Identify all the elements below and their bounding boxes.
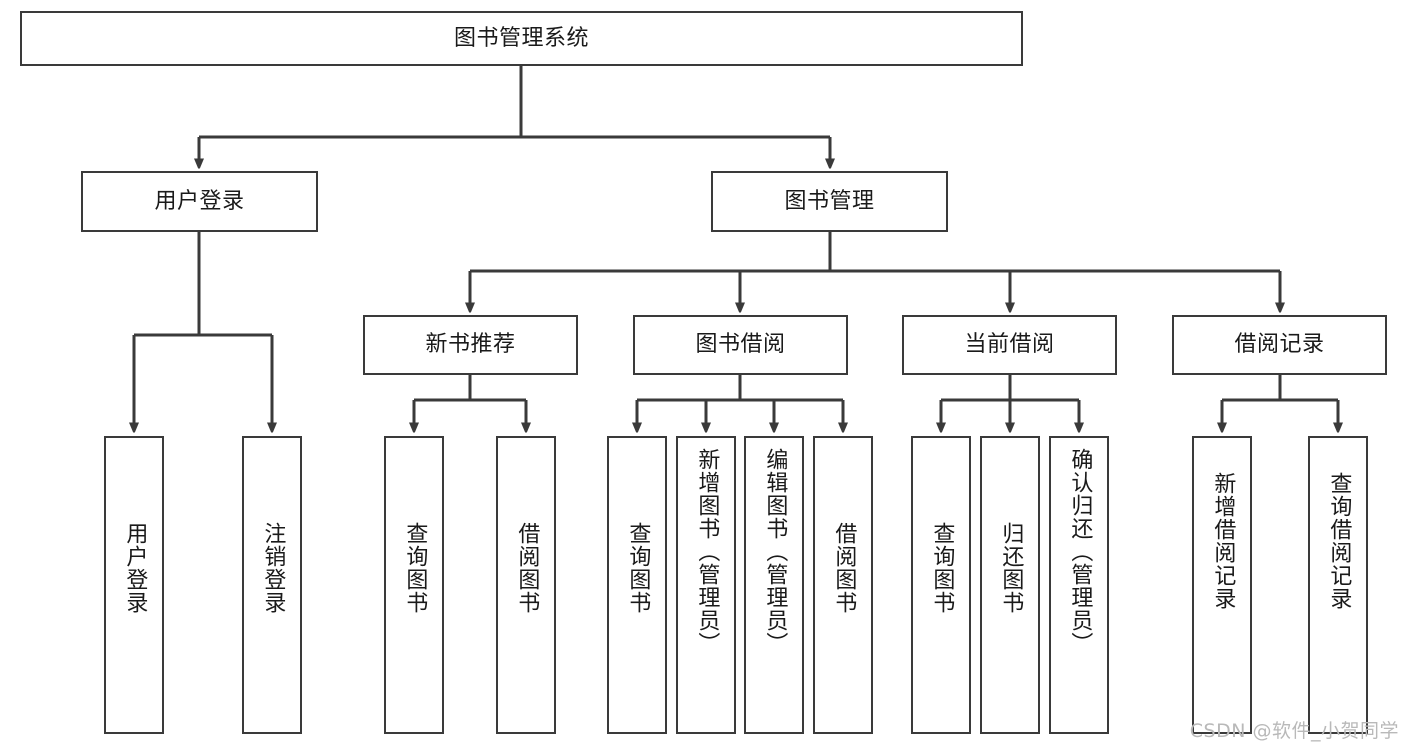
node-leaf-edit-book[interactable]: 编辑图书（管理员） xyxy=(744,436,804,734)
node-root-label: 图书管理系统 xyxy=(453,25,589,51)
node-leaf-borrow-book-2[interactable]: 借阅图书 xyxy=(813,436,873,734)
node-leaf-borrow-book-2-label: 借阅图书 xyxy=(831,522,857,614)
node-leaf-query-borrow-record[interactable]: 查询借阅记录 xyxy=(1308,436,1368,734)
node-user-login[interactable]: 用户登录 xyxy=(81,171,318,232)
node-user-login-label: 用户登录 xyxy=(154,188,245,214)
node-root[interactable]: 图书管理系统 xyxy=(20,11,1023,66)
node-leaf-return-book-label: 归还图书 xyxy=(998,522,1024,614)
node-current-borrow[interactable]: 当前借阅 xyxy=(902,315,1117,375)
node-new-book-recommend[interactable]: 新书推荐 xyxy=(363,315,578,375)
node-book-borrow-label: 图书借阅 xyxy=(695,332,786,357)
node-leaf-return-book[interactable]: 归还图书 xyxy=(980,436,1040,734)
node-book-borrow[interactable]: 图书借阅 xyxy=(633,315,848,375)
node-leaf-add-borrow-record[interactable]: 新增借阅记录 xyxy=(1192,436,1252,734)
node-leaf-query-borrow-record-label: 查询借阅记录 xyxy=(1326,472,1352,610)
node-leaf-borrow-book-1[interactable]: 借阅图书 xyxy=(496,436,556,734)
node-leaf-query-book-2[interactable]: 查询图书 xyxy=(607,436,667,734)
node-leaf-query-book-1[interactable]: 查询图书 xyxy=(384,436,444,734)
node-borrow-record-label: 借阅记录 xyxy=(1234,332,1325,357)
csdn-watermark: CSDN @软件_小贺同学 xyxy=(1189,720,1399,742)
node-book-management-label: 图书管理 xyxy=(784,188,875,214)
node-borrow-record[interactable]: 借阅记录 xyxy=(1172,315,1387,375)
node-leaf-confirm-return[interactable]: 确认归还（管理员） xyxy=(1049,436,1109,734)
node-leaf-user-login-label: 用户登录 xyxy=(122,522,148,614)
node-leaf-query-book-3[interactable]: 查询图书 xyxy=(911,436,971,734)
node-leaf-borrow-book-1-label: 借阅图书 xyxy=(514,522,540,614)
node-leaf-user-login[interactable]: 用户登录 xyxy=(104,436,164,734)
node-leaf-add-book-label: 新增图书（管理员） xyxy=(694,448,720,655)
node-current-borrow-label: 当前借阅 xyxy=(964,332,1055,357)
node-new-book-recommend-label: 新书推荐 xyxy=(425,332,516,357)
node-leaf-query-book-2-label: 查询图书 xyxy=(625,522,651,614)
node-leaf-edit-book-label: 编辑图书（管理员） xyxy=(762,448,788,655)
node-leaf-logout-label: 注销登录 xyxy=(260,522,286,614)
node-leaf-query-book-1-label: 查询图书 xyxy=(402,522,428,614)
node-leaf-add-book[interactable]: 新增图书（管理员） xyxy=(676,436,736,734)
node-leaf-add-borrow-record-label: 新增借阅记录 xyxy=(1210,472,1236,610)
node-leaf-query-book-3-label: 查询图书 xyxy=(929,522,955,614)
node-leaf-confirm-return-label: 确认归还（管理员） xyxy=(1067,448,1093,655)
node-leaf-logout[interactable]: 注销登录 xyxy=(242,436,302,734)
node-book-management[interactable]: 图书管理 xyxy=(711,171,948,232)
